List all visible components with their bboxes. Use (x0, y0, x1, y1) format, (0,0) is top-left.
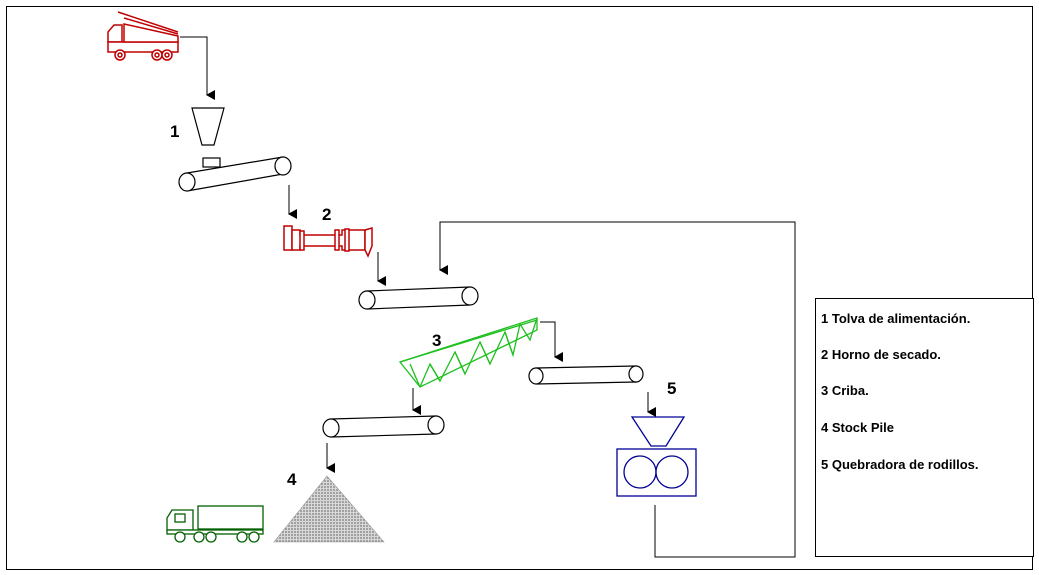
conveyor-icon (178, 156, 292, 192)
label-1: 1 (170, 122, 179, 141)
label-2: 2 (322, 205, 331, 224)
recycle-loop-line (439, 221, 796, 558)
legend-item-3: 3 Criba. (821, 383, 869, 398)
label-4: 4 (287, 470, 297, 489)
legend-box: 1 Tolva de alimentación. 2 Horno de seca… (815, 298, 1034, 557)
conveyor-icon (322, 415, 445, 438)
hopper-icon (191, 107, 225, 146)
roll-crusher-icon (616, 416, 697, 497)
label-3: 3 (432, 331, 441, 350)
legend-item-1: 1 Tolva de alimentación. (821, 311, 970, 326)
dump-truck-icon (107, 11, 179, 61)
rotary-kiln-icon (283, 225, 373, 258)
conveyor-icon (358, 286, 479, 310)
stock-pile-icon (273, 475, 385, 543)
legend-item-2: 2 Horno de secado. (821, 347, 941, 362)
legend-item-5: 5 Quebradora de rodillos. (821, 457, 978, 472)
delivery-truck-icon (166, 505, 264, 543)
screen-icon (398, 317, 538, 388)
conveyor-icon (528, 365, 644, 385)
outer-frame (6, 6, 1033, 570)
label-5: 5 (667, 379, 676, 398)
flow-arrow-to-conveyor-c (540, 321, 563, 362)
legend-item-4: 4 Stock Pile (821, 420, 894, 435)
flow-arrow-truck-to-hopper (180, 36, 215, 100)
